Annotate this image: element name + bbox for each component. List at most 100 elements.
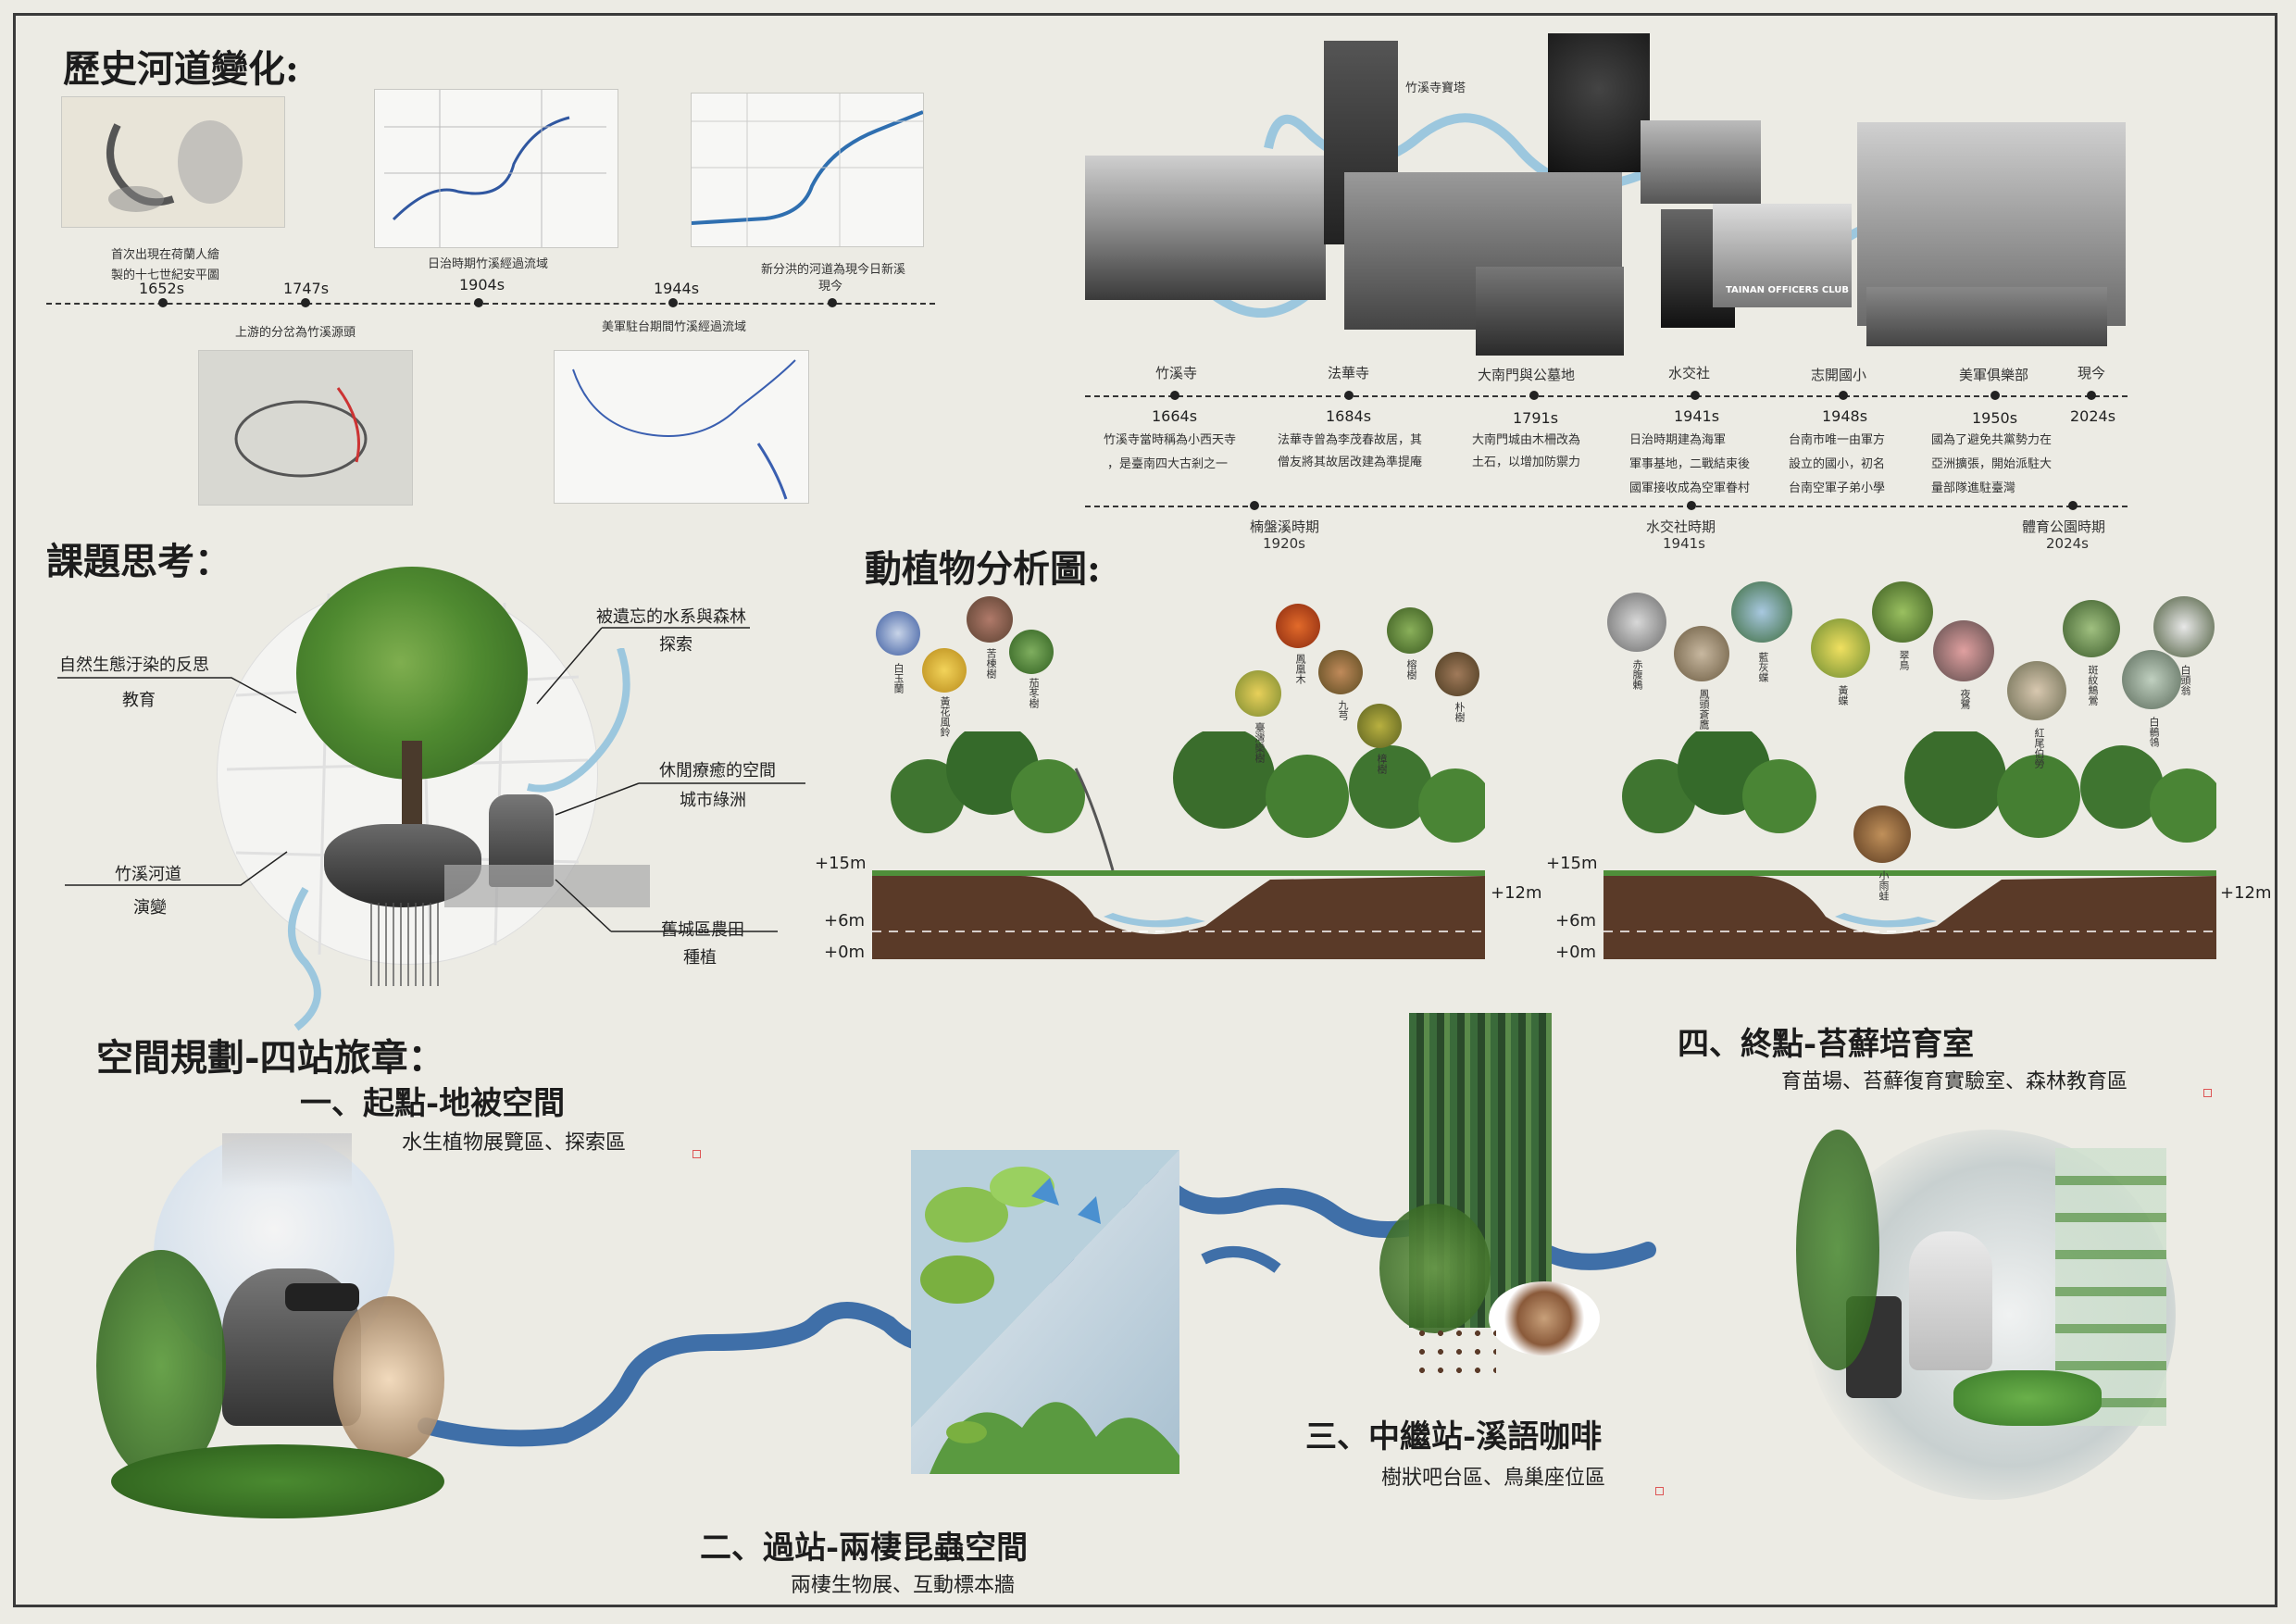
current-map [691, 93, 924, 247]
plant-section-drawing [872, 731, 1485, 959]
place-label: 水交社 [1668, 365, 1711, 381]
historic-map-1904 [374, 89, 618, 248]
plant-thumb-flame-tree [1276, 604, 1320, 648]
year-label: 1941s [1674, 407, 1720, 425]
animal-name: 藍灰蝶 [1757, 652, 1769, 682]
caption-current-line1: 新分洪的河道為現今日新溪 [761, 263, 906, 277]
caption-1747: 上游的分岔為竹溪源頭 [235, 326, 356, 340]
caption-1652-line2: 製的十七世紀安平圖 [111, 269, 220, 282]
gray-block [444, 865, 650, 907]
year-label: 1652s [139, 280, 185, 297]
station4-zones: 育苗場、苔蘚復育實驗室、森林教育區 [1781, 1070, 2128, 1093]
timeline-dot [301, 298, 310, 307]
station2-title: 二、過站-兩棲昆蟲空間 [700, 1530, 1029, 1567]
station1-zones: 水生植物展覽區、探索區 [402, 1131, 627, 1155]
year-label: 1944s [654, 280, 700, 297]
period-year: 1920s [1263, 535, 1305, 552]
plant-thumb-chinaberry [967, 596, 1013, 643]
issues-title: 課題思考： [46, 540, 231, 583]
issue-title: 自然生態汙染的反思 [59, 656, 209, 675]
plant-thumb-goldenrain [1235, 670, 1281, 717]
photo-big-tree [1548, 33, 1650, 172]
timeline-dot [1529, 391, 1539, 400]
current-river-map [691, 94, 924, 246]
elevation-label: +12m [1491, 883, 1542, 903]
animal-name: 赤腹鶇 [1631, 659, 1643, 690]
plant-section-panel [872, 731, 1485, 959]
coffee-beans-icon [1413, 1324, 1496, 1380]
club-sign: TAINAN OFFICERS CLUB [1726, 285, 1849, 295]
plant-name: 臺灣欒樹 [1254, 722, 1266, 763]
desc-line: 國為了避免共黨勢力在 [1931, 433, 2053, 447]
animal-thumb-eyebrowed-thrush [1607, 593, 1666, 652]
coffee-cup-icon [1489, 1281, 1600, 1355]
photo-officers-club: TAINAN OFFICERS CLUB [1713, 204, 1852, 307]
flowers-right [333, 1296, 444, 1463]
place-label: 志開國小 [1811, 367, 1867, 383]
timeline-dot [828, 298, 837, 307]
collage-timeline-axis [1085, 395, 2128, 397]
caption-current-line2: 現今 [818, 280, 843, 294]
animal-name: 鳳頭蒼鷹 [1698, 689, 1710, 730]
history-timeline-axis [46, 303, 935, 305]
desc-line: 軍事基地，二戰結束後 [1629, 457, 1751, 471]
period-name: 楠盤溪時期 [1250, 518, 1320, 535]
issue-title: 被遺忘的水系與森林 [596, 607, 746, 627]
animal-name: 白鶺鴒 [2148, 717, 2160, 747]
issue-title: 竹溪河道 [115, 865, 181, 884]
marker-square [693, 1150, 701, 1158]
binoculars-icon [285, 1283, 359, 1311]
elevation-label: +0m [1555, 943, 1597, 962]
elevation-label: +12m [2220, 883, 2272, 903]
desc-line: ，是臺南四大古剎之一 [1107, 457, 1229, 471]
animal-name: 夜鷺 [1959, 689, 1971, 709]
period-year: 1941s [1663, 535, 1705, 552]
station3-title: 三、中繼站-溪語咖啡 [1305, 1418, 1603, 1455]
timeline-dot [158, 298, 168, 307]
historic-map-1944 [554, 350, 809, 504]
fern-left [96, 1250, 226, 1481]
place-label: 現今 [2078, 365, 2106, 381]
plant-name: 黃花風鈴 [939, 696, 951, 737]
station2-collage [911, 1150, 1179, 1474]
issue-sub: 教育 [122, 691, 156, 710]
poster-frame [13, 13, 2277, 1607]
timeline-dot [1170, 391, 1179, 400]
plant-thumb-camphor [1357, 704, 1402, 748]
desc-line: 量部隊進駐臺灣 [1931, 481, 2016, 495]
animal-thumb-kingfisher [1872, 581, 1933, 643]
period-name: 水交社時期 [1646, 518, 1716, 535]
plant-thumb-bishopwood [1009, 630, 1054, 674]
ecology-title: 動植物分析圖: [865, 547, 1101, 591]
desc-line: 僧友將其故居改建為準提庵 [1278, 456, 1423, 469]
seedling-trays [1953, 1370, 2102, 1426]
desc-line: 日治時期建為海軍 [1629, 433, 1727, 447]
qing-era-city-map [234, 387, 368, 478]
elevation-label: +6m [1555, 911, 1597, 931]
period-year: 2024s [2046, 535, 2089, 552]
japanese-era-river-map [384, 90, 606, 247]
desc-line: 設立的國小，初名 [1789, 457, 1886, 471]
elevation-label: +0m [824, 943, 866, 962]
caption-1944: 美軍駐台期間竹溪經過流域 [602, 320, 747, 334]
timeline-dot [474, 298, 483, 307]
photo-water-buffalo [1476, 267, 1624, 356]
desc-line: 大南門城由木柵改為 [1472, 433, 1581, 447]
caption-1904: 日治時期竹溪經過流域 [428, 257, 549, 271]
animal-thumb-yellow-butterfly [1811, 618, 1870, 678]
historic-map-1747 [198, 350, 413, 506]
desc-line: 法華寺曾為李茂春故居，其 [1278, 433, 1423, 447]
plant-name: 榕樹 [1405, 659, 1417, 680]
station1-title: 一、起點-地被空間 [300, 1085, 566, 1122]
period-timeline-axis [1085, 506, 2128, 507]
elevation-label: +6m [824, 911, 866, 931]
issue-title: 舊城區農田 [661, 920, 744, 940]
animal-thumb-wagtail [2122, 650, 2181, 709]
year-label: 1791s [1513, 409, 1559, 427]
issue-sub: 城市綠洲 [680, 791, 746, 810]
animal-thumb-prinia [2063, 600, 2120, 657]
photo-south-gate [1641, 120, 1761, 204]
animal-name: 斑紋鷦鶯 [2087, 665, 2099, 706]
year-label: 1904s [459, 276, 505, 294]
issue-sub: 種植 [683, 948, 717, 968]
